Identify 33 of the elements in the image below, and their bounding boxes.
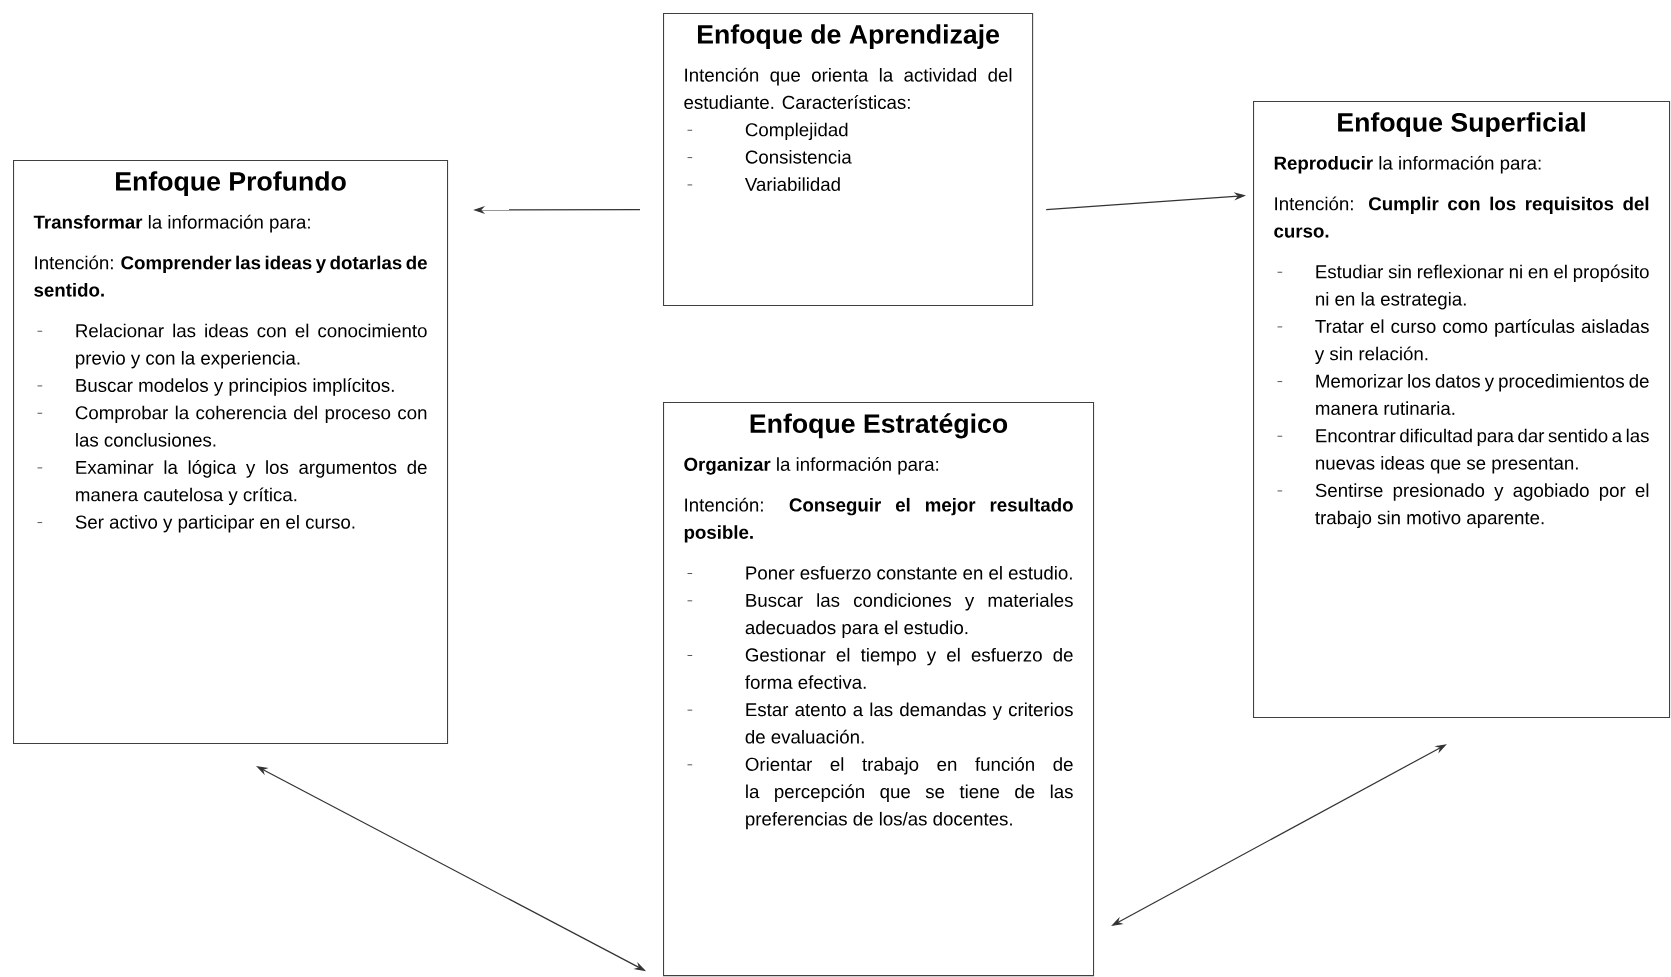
list-item: Relacionar las ideas con el conocimiento previo y con la experiencia. xyxy=(37,323,427,369)
list-item: Tratar el curso como partículas aisladas y sin relación. xyxy=(1277,319,1649,365)
paragraph: Intención: Comprender las ideas y dotarlas de sentido. xyxy=(34,255,427,297)
list-item: Complejidad xyxy=(687,122,848,141)
list-item: Comprobar la coherencia del proceso con las conclusiones. xyxy=(37,405,427,447)
text-box xyxy=(13,160,449,744)
list-item: Buscar las condiciones y materiales adecuados para el estudio. xyxy=(687,593,1073,638)
paragraph: Intención: Conseguir el mejor resultado posible. xyxy=(684,497,1073,543)
text-box xyxy=(663,13,1034,307)
paragraph: Intención: Cumplir con los requisitos del curso. xyxy=(1274,196,1649,238)
list-item: Estudiar sin reflexionar ni en el propósito ni en la estrategia. xyxy=(1277,264,1649,310)
paragraph: Transformar la información para: xyxy=(33,214,310,233)
list-item: Sentirse presionado y agobiado por el trabajo sin motivo aparente. xyxy=(1277,483,1649,529)
list-item: Estar atento a las demandas y criterios de evaluación. xyxy=(687,702,1073,744)
list-item: Variabilidad xyxy=(687,177,840,192)
paragraph: Reproducir la información para: xyxy=(1274,155,1541,174)
box-title: Enfoque Superficial xyxy=(1338,112,1585,138)
box-title: Enfoque de Aprendizaje xyxy=(698,24,1000,50)
paragraph: Intención que orienta la actividad del estudiante. Características: xyxy=(684,67,1012,110)
paragraph: Organizar la información para: xyxy=(684,457,939,475)
list-item: Encontrar dificultad para dar sentido a las nuevas ideas que se presentan. xyxy=(1277,428,1649,474)
box-title: Enfoque Estratégico xyxy=(750,413,1008,439)
list-item: Poner esfuerzo constante en el estudio. xyxy=(687,565,1072,580)
list-item: Orientar el trabajo en función de la percepción que se tiene de las preferencias de los/as docentes. xyxy=(687,757,1073,830)
list-item: Ser activo y participar en el curso. xyxy=(37,515,355,533)
list-item: Consistencia xyxy=(687,150,852,164)
box-title: Enfoque Profundo xyxy=(116,171,346,197)
list-item: Gestionar el tiempo y el esfuerzo de forma efectiva. xyxy=(687,647,1073,689)
list-item: Examinar la lógica y los argumentos de manera cautelosa y crítica. xyxy=(37,460,427,506)
list-item: Buscar modelos y principios implícitos. xyxy=(37,378,394,396)
text-box xyxy=(663,402,1095,977)
list-item: Memorizar los datos y procedimientos de manera rutinaria. xyxy=(1277,374,1649,416)
text-box xyxy=(1253,101,1671,719)
